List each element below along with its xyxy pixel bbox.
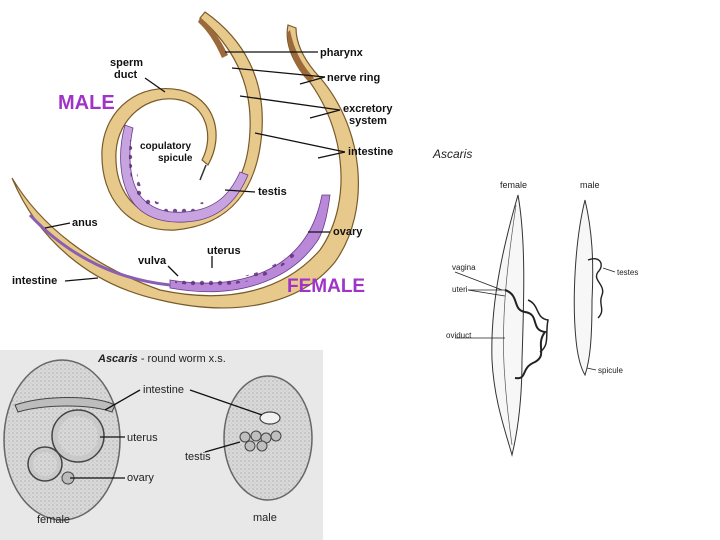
label-female-right: female — [500, 180, 527, 190]
label-anus: anus — [72, 217, 98, 229]
label-uterus: uterus — [207, 245, 241, 257]
label-system: system — [349, 115, 387, 127]
female-title: FEMALE — [287, 276, 365, 297]
label-xs-female: female — [37, 514, 70, 526]
label-sperm: sperm — [110, 57, 143, 69]
cross-section-panel: Ascaris - round worm x.s. intestine uter… — [0, 350, 323, 540]
male-title: MALE — [58, 92, 115, 114]
leader-lines — [44, 51, 346, 282]
spicule-mark — [199, 164, 207, 181]
male-intestine-xs — [259, 411, 281, 425]
female-pharynx — [287, 30, 314, 82]
female-worm-outline — [491, 194, 525, 457]
male-worm-body — [101, 11, 263, 231]
label-xs-ovary: ovary — [127, 472, 154, 484]
label-copulatory: copulatory — [140, 141, 192, 152]
label-vagina: vagina — [452, 263, 476, 272]
ascaris-title: Ascaris — [432, 147, 472, 161]
label-testis: testis — [258, 186, 287, 198]
xs-leader-lines — [70, 389, 263, 479]
label-xs-uterus: uterus — [127, 432, 158, 444]
female-intestine-strip — [28, 213, 171, 287]
label-xs-intestine: intestine — [143, 384, 184, 396]
label-ovary: ovary — [333, 226, 363, 238]
female-uteri-coils — [504, 289, 547, 380]
male-pharynx — [198, 18, 228, 58]
xs-title: Ascaris - round worm x.s. — [97, 353, 226, 365]
right-leader-lines — [454, 267, 616, 371]
label-xs-testis: testis — [185, 451, 211, 463]
label-intestine-lower: intestine — [12, 275, 57, 287]
label-male-right: male — [580, 180, 600, 190]
label-pharynx: pharynx — [320, 47, 364, 59]
label-intestine-upper: intestine — [348, 146, 393, 158]
male-testis-cells — [128, 140, 205, 213]
male-testes-coils — [587, 258, 604, 319]
worm-anatomy-diagram: MALE FEMALE sperm duct copulatory spicul… — [11, 11, 393, 309]
label-spicule-right: spicule — [598, 366, 623, 375]
label-oviduct: oviduct — [446, 331, 472, 340]
label-nerve-ring: nerve ring — [327, 72, 380, 84]
label-excretory: excretory — [343, 103, 393, 115]
label-xs-male: male — [253, 512, 277, 524]
female-uterus-cells — [175, 246, 300, 286]
male-worm-outline — [573, 199, 594, 377]
label-vulva: vulva — [138, 255, 167, 267]
male-testis-xs — [239, 430, 282, 452]
label-testes: testes — [617, 268, 638, 277]
ascaris-line-drawing: Ascaris female male vagina uteri oviduct… — [432, 147, 638, 457]
label-spicule: spicule — [158, 153, 193, 164]
label-uteri: uteri — [452, 285, 468, 294]
female-intestine-xs — [14, 397, 116, 413]
female-worm-body — [11, 24, 359, 309]
label-duct: duct — [114, 69, 138, 81]
